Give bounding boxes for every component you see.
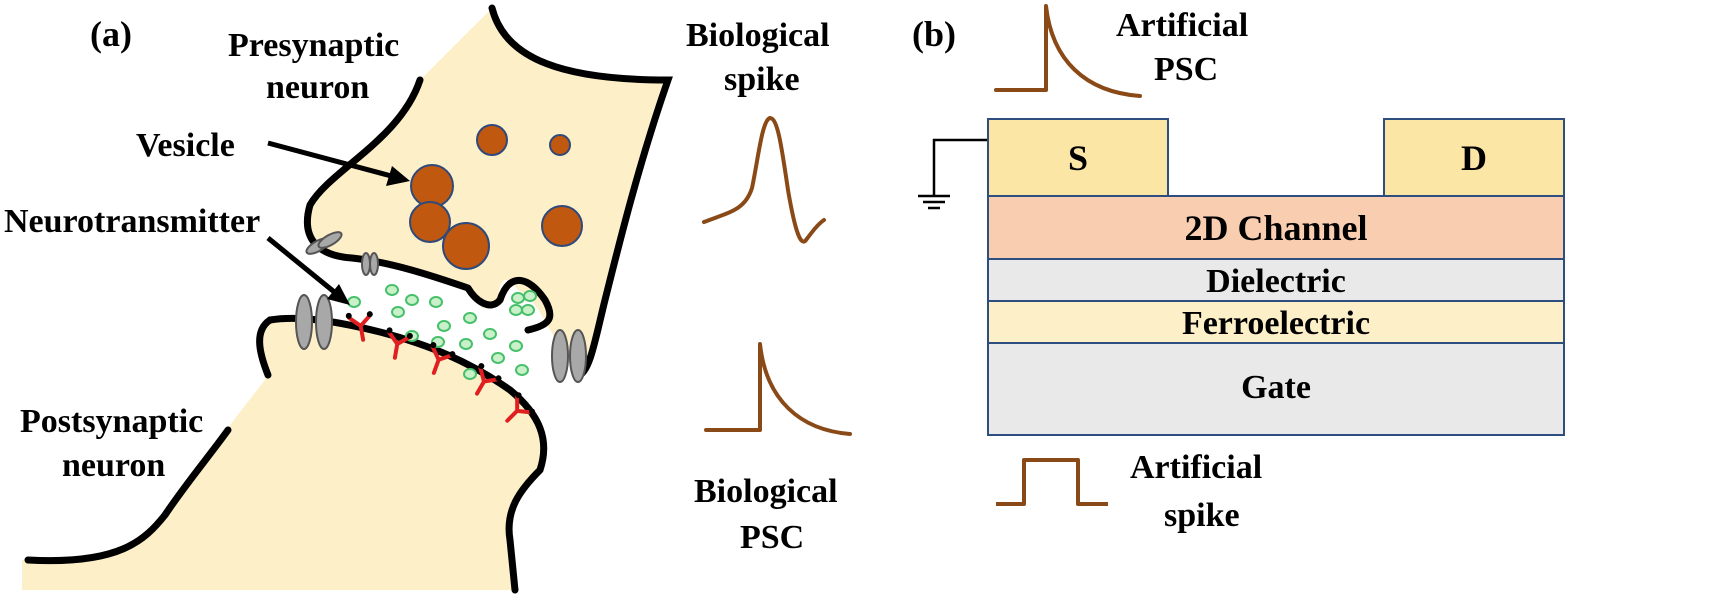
postsynaptic-membrane-left xyxy=(256,316,274,379)
panel-a: (a) Presynaptic neuron Vesicle Neurotran… xyxy=(4,4,852,594)
vesicle xyxy=(541,205,583,247)
drain-label: D xyxy=(1461,138,1487,178)
postsynaptic-label-line2: neuron xyxy=(62,447,165,484)
neurotransmitter-dot xyxy=(347,296,361,308)
postsynaptic-membrane xyxy=(266,314,548,594)
receptors xyxy=(345,311,536,423)
artificial-psc-waveform xyxy=(994,4,1142,98)
artificial-psc-label-line1: Artificial xyxy=(1116,7,1248,44)
biological-spike-waveform xyxy=(702,115,826,244)
ion-channel xyxy=(569,329,587,383)
vesicle-arrowhead xyxy=(386,166,410,186)
arrows xyxy=(266,140,410,305)
vesicle xyxy=(549,134,571,156)
ion-channel xyxy=(315,294,333,350)
gate-label: Gate xyxy=(1241,369,1311,406)
vesicle xyxy=(410,164,454,208)
neurotransmitter-arrow xyxy=(266,236,340,297)
neurotransmitter-dot xyxy=(429,296,443,308)
receptor xyxy=(505,392,536,423)
panel-b-tag: (b) xyxy=(912,14,956,54)
dielectric-layer xyxy=(987,258,1565,302)
presynaptic-label-line1: Presynaptic xyxy=(228,27,399,64)
biological-psc-waveform xyxy=(704,342,852,436)
neurotransmitter-dot xyxy=(509,304,523,316)
postsynaptic-label-line1: Postsynaptic xyxy=(20,403,203,440)
biological-psc-label-line2: PSC xyxy=(740,519,804,556)
ferroelectric-label: Ferroelectric xyxy=(1182,305,1370,342)
panel-a-tag: (a) xyxy=(90,14,132,54)
ground-icon xyxy=(918,138,988,210)
neurotransmitter-dot xyxy=(523,290,537,302)
receptor xyxy=(345,311,373,342)
presynaptic-neuron-shape xyxy=(307,8,668,378)
neurotransmitter-dot xyxy=(391,306,405,318)
receptor xyxy=(475,363,502,396)
neurotransmitter-dot xyxy=(483,328,497,340)
neurotransmitter-dot xyxy=(463,368,477,380)
artificial-spike-waveform xyxy=(996,458,1108,506)
ion-channel xyxy=(369,252,379,276)
neurotransmitter-dot xyxy=(511,292,525,304)
channel-label: 2D Channel xyxy=(1184,208,1367,248)
neurotransmitters xyxy=(347,284,537,380)
vesicle xyxy=(476,124,508,156)
artificial-psc-label-line2: PSC xyxy=(1154,51,1218,88)
ferroelectric-layer xyxy=(987,300,1565,344)
vesicle-arrow xyxy=(267,140,396,180)
ion-channels xyxy=(295,231,587,383)
artificial-spike-label-line2: spike xyxy=(1164,497,1240,534)
channel-layer xyxy=(987,195,1565,260)
dielectric-label: Dielectric xyxy=(1206,263,1346,300)
vesicle xyxy=(442,222,490,270)
neurotransmitter-dot xyxy=(459,338,473,350)
panel-b: (b) Artificial PSC S D 2D Channel Dielec… xyxy=(912,4,1565,534)
vesicles xyxy=(409,124,583,270)
ion-channel xyxy=(551,329,569,383)
presynaptic-label-line2: neuron xyxy=(266,69,369,106)
neurotransmitter-dot xyxy=(463,312,477,324)
presynaptic-membrane-lower xyxy=(303,76,554,334)
source-electrode xyxy=(987,118,1169,197)
receptor xyxy=(386,327,413,360)
vesicle-label: Vesicle xyxy=(136,127,235,164)
biological-spike-label-line1: Biological xyxy=(686,17,830,54)
neurotransmitter-dot xyxy=(491,352,505,364)
postsynaptic-membrane-bottom xyxy=(24,426,232,565)
neurotransmitter-arrowhead xyxy=(327,284,350,305)
receptor xyxy=(430,342,456,375)
ion-channel xyxy=(317,231,343,249)
neurotransmitter-label: Neurotransmitter xyxy=(4,203,260,240)
biological-psc-label-line1: Biological xyxy=(694,473,838,510)
ion-channel xyxy=(295,294,313,350)
postsynaptic-neuron-shape xyxy=(22,318,544,590)
neurotransmitter-dot xyxy=(385,284,399,296)
neurotransmitter-dot xyxy=(515,364,529,376)
neurotransmitter-dot xyxy=(437,320,451,332)
neurotransmitter-dot xyxy=(509,340,523,352)
presynaptic-membrane xyxy=(488,4,673,380)
artificial-spike-label-line1: Artificial xyxy=(1130,449,1262,486)
vesicle xyxy=(409,201,451,243)
source-label: S xyxy=(1068,138,1088,178)
ion-channel xyxy=(361,252,371,276)
biological-spike-label-line2: spike xyxy=(724,61,800,98)
gate-layer xyxy=(987,342,1565,436)
neurotransmitter-dot xyxy=(405,294,419,306)
drain-electrode xyxy=(1383,118,1565,197)
neurotransmitter-dot xyxy=(521,304,535,316)
